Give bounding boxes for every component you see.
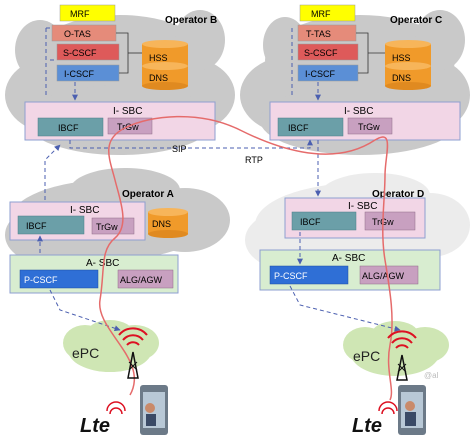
operator-a-asbc-label: A- SBC (86, 258, 119, 269)
left-smartphone-icon (140, 385, 168, 435)
operator-c-tas-label: T-TAS (306, 29, 331, 39)
left-epc-label: ePC (72, 345, 99, 361)
operator-d-alg-label: ALG/AGW (362, 271, 405, 281)
operator-d-pcscf-label: P-CSCF (274, 271, 308, 281)
operator-b-scscf-label: S-CSCF (63, 48, 97, 58)
operator-b-label: Operator B (165, 15, 217, 26)
operator-b-mrf-box (59, 4, 116, 22)
operator-c-scscf-box (297, 43, 359, 61)
operator-b-icscf-label: I-CSCF (64, 69, 94, 79)
sip-label: SIP (172, 144, 187, 154)
left-lte-logo: Lte (80, 401, 126, 437)
operator-c-dns-db (385, 62, 431, 90)
watermark: @al (424, 371, 439, 380)
operator-c-icscf-label: I-CSCF (305, 69, 335, 79)
operator-c-mrf-label: MRF (311, 9, 331, 19)
operator-d-label: Operator D (372, 189, 424, 200)
operator-b-mrf-label: MRF (70, 9, 90, 19)
operator-a-trgw-box (91, 217, 135, 235)
right-cell-tower-icon (387, 330, 417, 381)
operator-b-dns-db (142, 62, 188, 90)
operator-b-hss-label: HSS (149, 53, 168, 63)
operator-b-dns-label: DNS (149, 73, 168, 83)
operator-c-dns-label: DNS (392, 73, 411, 83)
right-smartphone-icon (398, 385, 426, 435)
left-lte-text: Lte (80, 415, 110, 437)
operator-d-ibcf-box (291, 211, 357, 231)
right-epc-label: ePC (353, 348, 380, 364)
right-epc-cloud (343, 321, 449, 376)
operator-d-asbc-label: A- SBC (332, 253, 365, 264)
operator-d-pcscf-box (269, 265, 349, 285)
operator-c-isbc-label: I- SBC (344, 106, 373, 117)
left-cell-tower-icon (118, 327, 148, 379)
operator-a-dns-label: DNS (152, 219, 171, 229)
right-lte-logo: Lte (352, 401, 398, 437)
operator-a-alg-box (117, 269, 174, 289)
operator-c-scscf-label: S-CSCF (304, 48, 338, 58)
operator-c-mrf-box (299, 4, 356, 22)
operator-a-label: Operator A (122, 189, 174, 200)
operator-c-trgw-label: TrGw (358, 122, 380, 132)
operator-a-pcscf-box (19, 269, 99, 289)
operator-a-trgw-label: TrGw (96, 222, 118, 232)
operator-b-tas-label: O-TAS (64, 29, 91, 39)
right-lte-text: Lte (352, 415, 382, 437)
operator-c-trgw-box (347, 117, 393, 135)
operator-a-dns-db (148, 208, 188, 238)
rtp-label: RTP (245, 155, 263, 165)
operator-b-ibcf-label: IBCF (58, 123, 79, 133)
operator-a-pcscf-to-epc-link (49, 289, 121, 332)
operator-d-trgw-box (364, 211, 416, 231)
operator-b-scscf-box (56, 43, 120, 61)
operator-c-ibcf-box (277, 117, 344, 137)
operator-a-ibcf-label: IBCF (26, 221, 47, 231)
operator-a-ibcf-box (17, 215, 85, 235)
operator-b-ibcf-box (37, 117, 104, 137)
operator-a-alg-label: ALG/AGW (120, 275, 163, 285)
operator-d-pcscf-to-epc-link (289, 285, 401, 332)
operator-a-isbc-label: I- SBC (70, 205, 99, 216)
media-path-rtp (99, 115, 393, 401)
operator-c-ibcf-label: IBCF (288, 123, 309, 133)
operator-c-hss-label: HSS (392, 53, 411, 63)
operator-a-pcscf-label: P-CSCF (24, 275, 58, 285)
operator-b-isbc-label: I- SBC (113, 106, 142, 117)
operator-d-isbc-label: I- SBC (348, 201, 377, 212)
sip-link-b-to-c (69, 139, 313, 149)
operator-c-label: Operator C (390, 15, 442, 26)
operator-d-ibcf-label: IBCF (300, 217, 321, 227)
